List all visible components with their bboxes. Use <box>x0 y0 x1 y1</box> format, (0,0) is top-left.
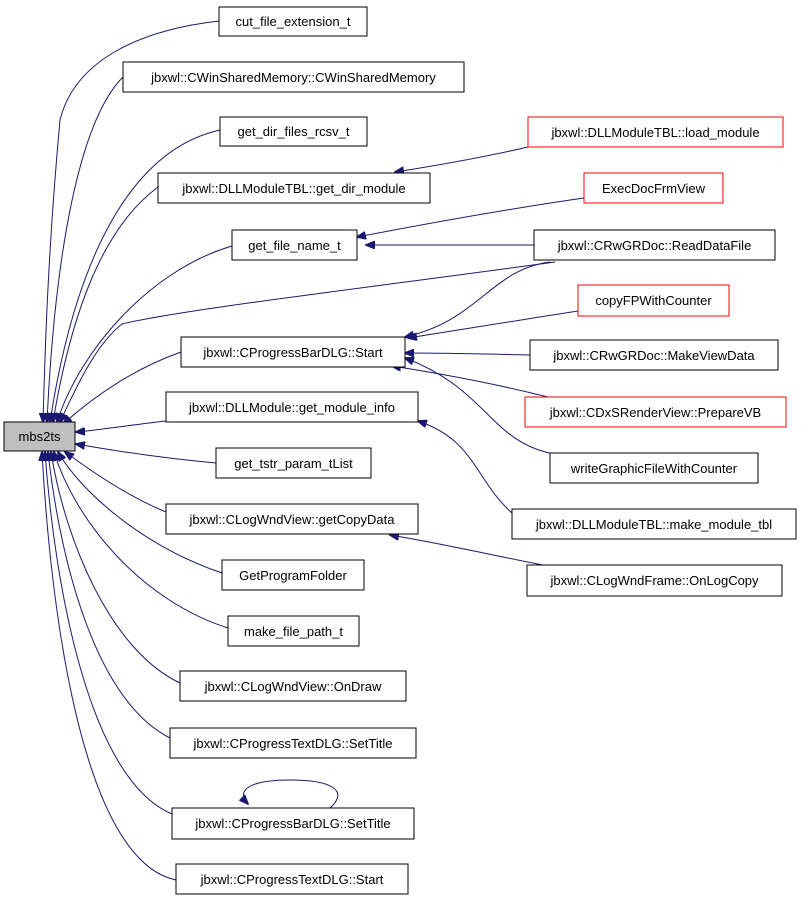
node-label: mbs2ts <box>19 429 61 444</box>
node-root[interactable]: mbs2ts <box>3 421 76 452</box>
node-label: jbxwl::CLogWndView::OnDraw <box>204 679 382 694</box>
edge-load_module-to-get_dir_module <box>395 146 529 172</box>
node-make_module_tbl[interactable]: jbxwl::DLLModuleTBL::make_module_tbl <box>511 508 797 540</box>
edge-GetProgramFolder-to-root <box>58 452 223 574</box>
edge-make_file_path_t-to-root <box>54 452 229 629</box>
node-label: make_file_path_t <box>244 624 343 639</box>
node-get_dir_files_rcsv_t[interactable]: get_dir_files_rcsv_t <box>219 116 368 147</box>
node-PrepareVB[interactable]: jbxwl::CDxSRenderView::PrepareVB <box>524 396 787 428</box>
node-getCopyData[interactable]: jbxwl::CLogWndView::getCopyData <box>165 503 419 535</box>
node-label: ExecDocFrmView <box>602 181 706 196</box>
node-label: get_file_name_t <box>248 238 341 253</box>
node-label: jbxwl::DLLModuleTBL::get_dir_module <box>181 181 405 196</box>
node-label: jbxwl::DLLModuleTBL::make_module_tbl <box>535 517 772 532</box>
edge-cut_file_extension_t-to-root <box>43 20 220 422</box>
node-label: get_tstr_param_tList <box>234 456 353 471</box>
nodes-layer: mbs2ts cut_file_extension_t jbxwl::CWinS… <box>3 6 797 895</box>
node-label: jbxwl::CDxSRenderView::PrepareVB <box>549 405 761 420</box>
node-get_tstr_param_tList[interactable]: get_tstr_param_tList <box>215 447 372 479</box>
edge-readdatafile-to-root <box>60 261 556 422</box>
node-label: jbxwl::CProgressTextDLG::Start <box>200 872 384 887</box>
node-pbar_start[interactable]: jbxwl::CProgressBarDLG::Start <box>180 336 406 368</box>
node-get_module_info[interactable]: jbxwl::DLLModule::get_module_info <box>165 391 419 423</box>
edge-MakeViewData-to-pbar_start <box>405 353 531 355</box>
edge-make_module_tbl-to-get_module_info <box>418 421 513 514</box>
edge-getCopyData-to-root <box>65 452 167 513</box>
node-label: jbxwl::CLogWndView::getCopyData <box>189 512 396 527</box>
edge-PrepareVB-to-pbar_start <box>392 366 549 398</box>
edge-ReadDataFile-to-pbar_start <box>405 261 551 337</box>
node-label: jbxwl::CWinSharedMemory::CWinSharedMemor… <box>150 70 436 85</box>
edge-ptext_settitle-to-root <box>48 452 171 739</box>
node-ReadDataFile[interactable]: jbxwl::CRwGRDoc::ReadDataFile <box>533 229 776 261</box>
node-label: get_dir_files_rcsv_t <box>238 124 350 139</box>
node-label: cut_file_extension_t <box>236 14 351 29</box>
edge-copyFPWithCounter-to-pbar_start <box>408 310 579 338</box>
edge-ExecDocFrmView-to-get_file_name_t <box>357 197 585 237</box>
node-label: jbxwl::CProgressBarDLG::Start <box>202 345 383 360</box>
node-cut_file_extension_t[interactable]: cut_file_extension_t <box>218 6 368 37</box>
node-label: jbxwl::CRwGRDoc::ReadDataFile <box>557 238 752 253</box>
node-copyFPWithCounter[interactable]: copyFPWithCounter <box>577 284 730 317</box>
edge-get_tstr_param_tList-to-root <box>76 444 217 464</box>
edge-get_dir_files_rcsv_t-to-root <box>50 129 221 422</box>
node-make_file_path_t[interactable]: make_file_path_t <box>227 615 360 647</box>
node-label: jbxwl::CProgressTextDLG::SetTitle <box>193 736 393 751</box>
node-label: GetProgramFolder <box>239 568 347 583</box>
edge-get_module_info-to-root <box>76 420 167 432</box>
node-GetProgramFolder[interactable]: GetProgramFolder <box>221 559 365 591</box>
node-label: jbxwl::CLogWndFrame::OnLogCopy <box>549 573 759 588</box>
edge-pbar_start-to-root <box>63 351 182 424</box>
node-label: copyFPWithCounter <box>595 293 712 308</box>
node-ptext_start[interactable]: jbxwl::CProgressTextDLG::Start <box>175 863 409 895</box>
node-ExecDocFrmView[interactable]: ExecDocFrmView <box>583 172 724 204</box>
node-label: jbxwl::CRwGRDoc::MakeViewData <box>552 348 755 363</box>
edge-ptext_start-to-root <box>42 452 177 881</box>
node-get_dir_module[interactable]: jbxwl::DLLModuleTBL::get_dir_module <box>157 172 431 204</box>
edge-pbar_settitle-self-loop <box>243 779 339 809</box>
edge-cwinshared-to-root <box>47 76 124 422</box>
node-pbar_settitle[interactable]: jbxwl::CProgressBarDLG::SetTitle <box>171 807 415 840</box>
node-label: jbxwl::DLLModuleTBL::load_module <box>550 125 759 140</box>
node-onDraw[interactable]: jbxwl::CLogWndView::OnDraw <box>179 670 407 702</box>
edge-pbar_settitle-to-root <box>45 452 173 815</box>
edge-OnLogCopy-to-getCopyData <box>390 535 549 567</box>
edge-get_file_name_t-to-root <box>57 245 233 422</box>
node-OnLogCopy[interactable]: jbxwl::CLogWndFrame::OnLogCopy <box>526 564 783 597</box>
edges-layer <box>42 20 585 881</box>
node-load_module[interactable]: jbxwl::DLLModuleTBL::load_module <box>527 116 784 148</box>
node-writeGraphic[interactable]: writeGraphicFileWithCounter <box>549 452 759 484</box>
node-cwinshared[interactable]: jbxwl::CWinSharedMemory::CWinSharedMemor… <box>122 61 465 93</box>
node-get_file_name_t[interactable]: get_file_name_t <box>231 229 358 261</box>
node-label: jbxwl::CProgressBarDLG::SetTitle <box>194 816 390 831</box>
edge-writeGraphic-to-pbar_start <box>405 358 561 456</box>
edge-onDraw-to-root <box>51 452 181 684</box>
node-ptext_settitle[interactable]: jbxwl::CProgressTextDLG::SetTitle <box>169 727 417 759</box>
edge-get_dir_module-to-root <box>53 186 159 422</box>
node-label: jbxwl::DLLModule::get_module_info <box>188 400 395 415</box>
node-label: writeGraphicFileWithCounter <box>570 461 738 476</box>
node-MakeViewData[interactable]: jbxwl::CRwGRDoc::MakeViewData <box>529 339 779 371</box>
